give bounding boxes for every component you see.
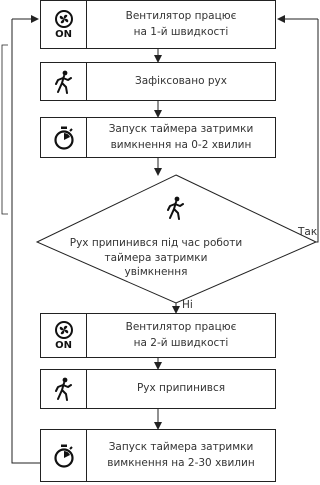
step-text: Зафіксовано рух [135, 74, 227, 87]
decision-diamond [35, 174, 318, 304]
loop-line-left-outer [11, 19, 40, 464]
timer-icon [53, 444, 74, 468]
step-icon-cell [41, 118, 87, 157]
on-label: ON [55, 28, 72, 40]
fan-on-badge: ON [54, 9, 73, 40]
no-label: Ні [182, 299, 193, 311]
walking-person-icon [54, 377, 72, 401]
fan-on-badge: ON [54, 320, 73, 351]
step-icon-cell: ON [41, 1, 87, 48]
step-motion-stopped: Рух припинився [40, 369, 276, 409]
decision-text: Рух припинився під час роботи таймера за… [69, 237, 243, 279]
step-icon-cell [41, 63, 87, 100]
walking-person-icon [54, 70, 72, 94]
fan-icon [54, 9, 73, 28]
step-timer-0-2: Запуск таймера затримки вимкнення на 0-2… [40, 117, 276, 158]
left-bracket [1, 44, 8, 215]
step-icon-cell [41, 370, 87, 408]
step-icon-cell: ON [41, 314, 87, 357]
step-fan-speed-2: ON Вентилятор працює на 2-й швидкості [40, 313, 276, 358]
step-text: Запуск таймера затримки вимкнення на 0-2… [108, 123, 254, 151]
step-fan-speed-1: ON Вентилятор працює на 1-й швидкості [40, 0, 276, 49]
walking-person-icon [167, 196, 184, 220]
step-text: Вентилятор працює на 1-й швидкості [125, 10, 237, 38]
fan-icon [54, 320, 73, 339]
step-text: Вентилятор працює на 2-й швидкості [125, 321, 237, 349]
timer-icon [53, 126, 74, 150]
step-motion-detected: Зафіксовано рух [40, 62, 276, 101]
step-text: Запуск таймера затримки вимкнення на 2-3… [107, 441, 255, 469]
yes-label: Так [298, 226, 318, 238]
step-icon-cell [41, 430, 87, 481]
loop-line-right [316, 19, 319, 243]
on-label: ON [55, 339, 72, 351]
step-timer-2-30: Запуск таймера затримки вимкнення на 2-3… [40, 429, 276, 482]
step-text: Рух припинився [136, 382, 226, 395]
